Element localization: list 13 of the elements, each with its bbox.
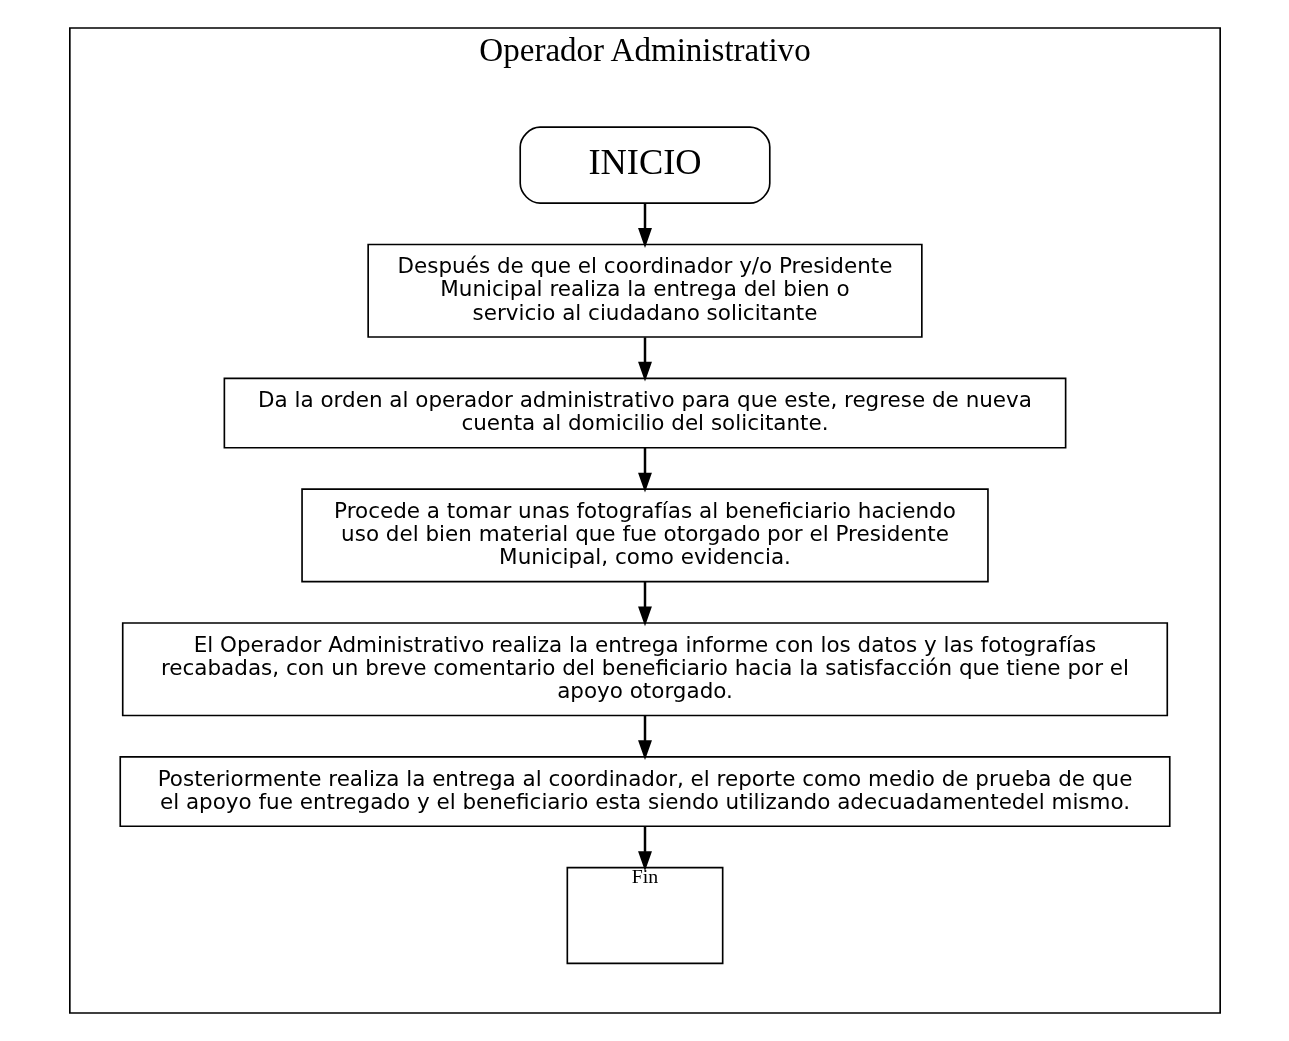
arrow	[637, 337, 652, 382]
arrow	[637, 581, 652, 627]
arrow	[637, 715, 652, 761]
node-box: El Operador Administrativo realiza la entrega informe con los datos y las fotografías recabadas, con un breve comentario del beneficiario hacia la satisfacción que tiene por el apoyo otorgado.	[121, 622, 1168, 717]
node-box: Después de que el coordinador y/o Presidente Municipal realiza la entrega del bien o servicio al ciudadano solicitante	[366, 243, 923, 338]
arrow	[637, 203, 652, 248]
node-box: INICIO	[518, 126, 771, 204]
node-box: Da la orden al operador administrativo para que este, regrese de nueva cuenta al domicilio del solicitante.	[223, 377, 1066, 449]
arrow	[637, 447, 652, 493]
node-box: Procede a tomar unas fotografías al beneficiario haciendo uso del bien material que fue otorgado por el Presidente Municipal, como evidencia.	[300, 488, 989, 583]
arrow	[637, 826, 652, 872]
node-box: Posteriormente realiza la entrega al coordinador, el reporte como medio de prueba de que el apoyo fue entregado y el beneficiario esta siendo utilizando adecuadamentedel mismo.	[118, 756, 1171, 828]
node-box: Fin	[566, 866, 723, 965]
